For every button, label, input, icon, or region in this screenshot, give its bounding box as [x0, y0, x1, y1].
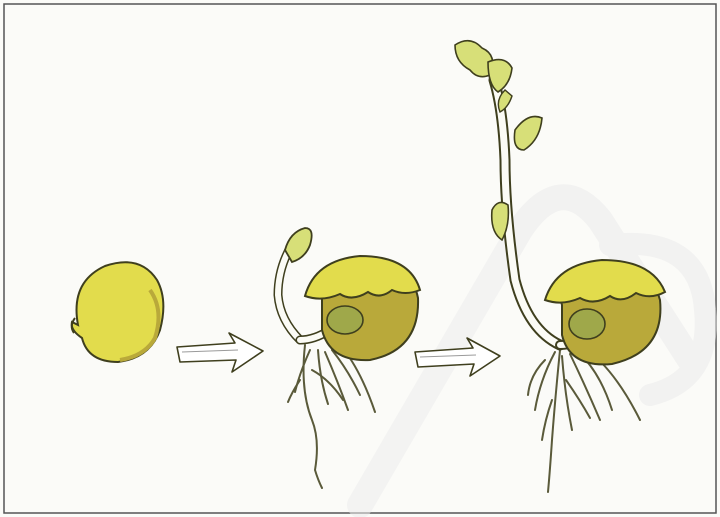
- arrow-1: [177, 333, 263, 372]
- pea-seed-icon: [72, 262, 164, 362]
- watermark: [360, 197, 706, 505]
